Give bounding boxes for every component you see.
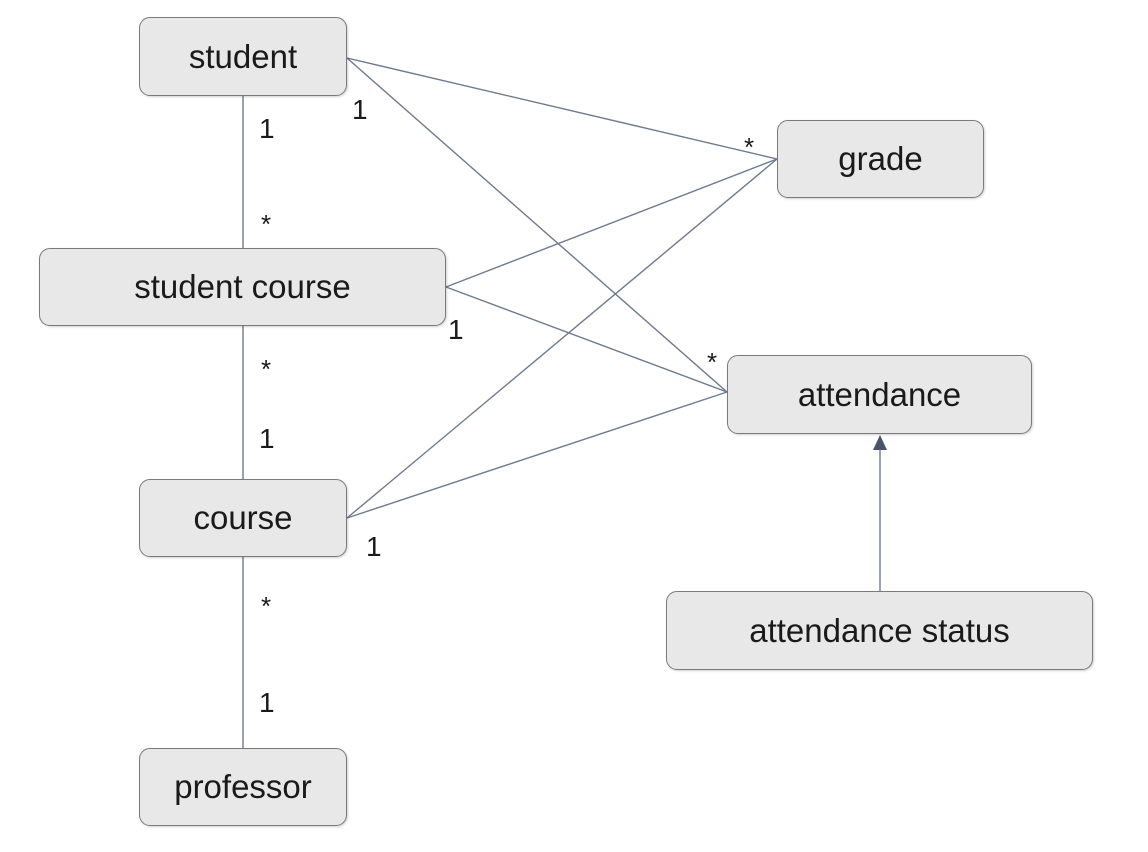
node-attendance[interactable]: attendance bbox=[727, 355, 1032, 434]
node-professor[interactable]: professor bbox=[139, 748, 347, 826]
edge-course-grade bbox=[346, 158, 778, 519]
mult-student-top: 1 bbox=[259, 113, 275, 144]
inheritance-arrowhead bbox=[873, 435, 887, 450]
node-professor-label: professor bbox=[174, 768, 312, 805]
edge-student-course-grade bbox=[445, 158, 778, 288]
node-student-label: student bbox=[188, 37, 298, 75]
node-student-course[interactable]: student course bbox=[39, 248, 446, 326]
mult-course-bottom: * bbox=[261, 591, 272, 621]
mult-course-top: 1 bbox=[259, 423, 275, 454]
mult-professor-top: 1 bbox=[259, 687, 275, 718]
mult-student-right: 1 bbox=[352, 94, 368, 125]
node-student-course-label: student course bbox=[134, 268, 351, 305]
mult-student-course-right: 1 bbox=[448, 314, 464, 345]
mult-grade-left: * bbox=[744, 132, 755, 162]
edge-student-grade bbox=[346, 57, 778, 160]
mult-student-course-bottom: * bbox=[261, 354, 272, 384]
node-course[interactable]: course bbox=[139, 479, 347, 557]
node-attendance-status-label: attendance status bbox=[749, 611, 1010, 649]
edge-student-attendance bbox=[346, 57, 728, 393]
mult-student-course-top: * bbox=[261, 209, 272, 239]
mult-course-right: 1 bbox=[366, 531, 382, 562]
node-attendance-label: attendance bbox=[797, 375, 962, 413]
node-course-label: course bbox=[193, 499, 293, 536]
node-student[interactable]: student bbox=[139, 17, 347, 96]
node-grade[interactable]: grade bbox=[777, 120, 984, 198]
node-grade-label: grade bbox=[838, 140, 923, 177]
node-attendance-status[interactable]: attendance status bbox=[666, 591, 1093, 670]
edge-course-attendance bbox=[346, 391, 728, 519]
edge-student-course-attendance bbox=[445, 286, 728, 393]
mult-attendance-left: * bbox=[707, 347, 718, 377]
